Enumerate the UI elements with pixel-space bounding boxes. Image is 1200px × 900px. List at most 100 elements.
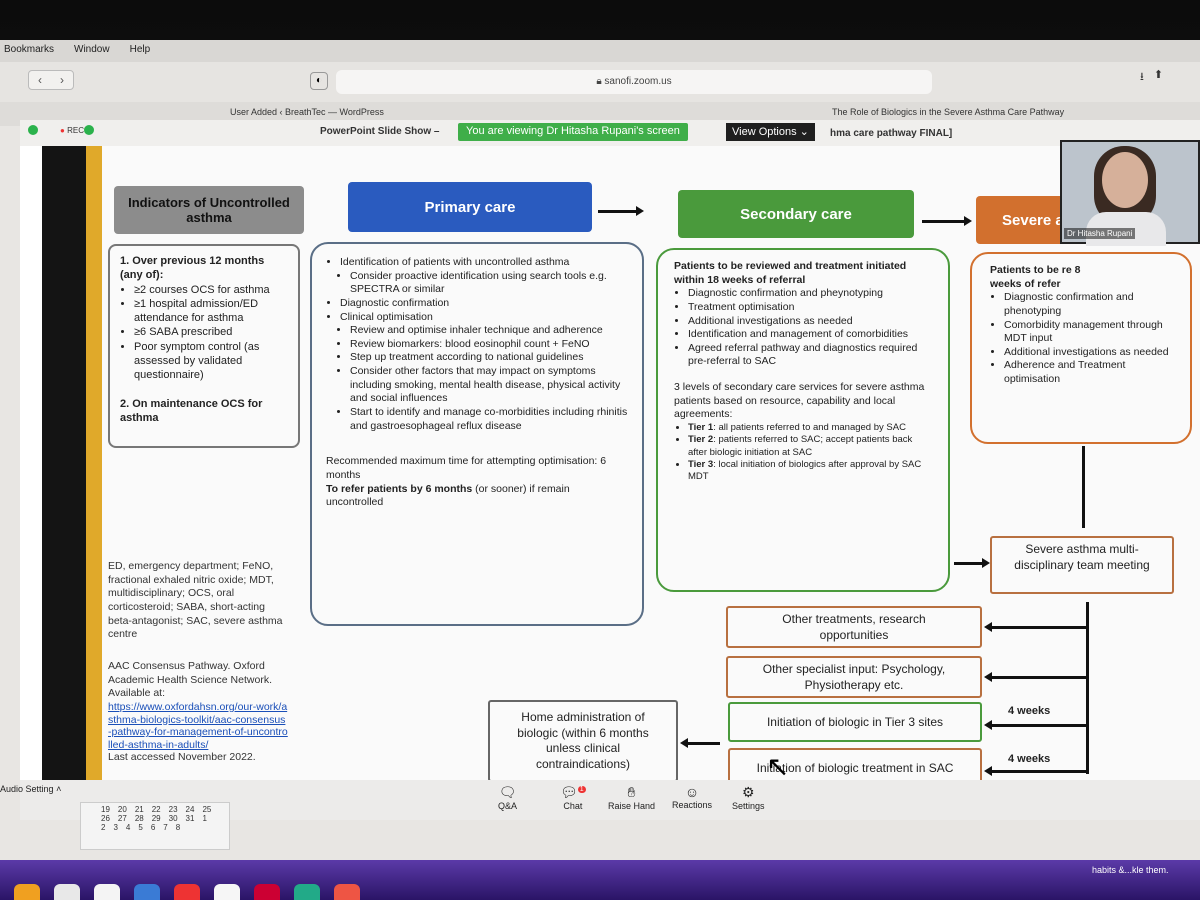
qa-button[interactable]: 🗨︎Q&A (498, 784, 517, 811)
arrow-left (680, 738, 720, 748)
app-icon[interactable] (134, 884, 160, 900)
app-icon[interactable] (54, 884, 80, 900)
window-controls (28, 125, 38, 135)
tier-label: Tier 1 (688, 422, 714, 434)
tier-label: Tier 2 (688, 434, 714, 446)
severe-item: Adherence and Treatment optimisation (1004, 359, 1172, 386)
calendar-day[interactable]: 4 (125, 823, 131, 832)
calendar-day[interactable]: 25 (202, 805, 212, 814)
secondary-item: Treatment optimisation (688, 301, 932, 315)
calendar-day[interactable]: 23 (168, 805, 178, 814)
back-button[interactable]: ‹ (38, 73, 42, 87)
secondary-intro: Patients to be reviewed and treatment in… (674, 260, 907, 286)
secondary-care-box: Patients to be reviewed and treatment in… (656, 248, 950, 592)
calendar-day[interactable]: 6 (150, 823, 156, 832)
weeks-label: 4 weeks (1008, 753, 1051, 765)
arrow-right (954, 558, 990, 568)
secondary-item: Agreed referral pathway and diagnostics … (688, 342, 932, 369)
participant-name: Dr Hitasha Rupani (1064, 228, 1136, 239)
other-treatments-box: Other treatments, research opportunities (726, 606, 982, 648)
severe-item: Comorbidity management through MDT input (1004, 319, 1172, 346)
calendar-day[interactable]: 5 (138, 823, 143, 832)
view-options-label: View Options (732, 126, 797, 138)
desktop-background (0, 860, 1200, 900)
calendar-row: 19 20 21 22 23 24 25 (101, 805, 212, 814)
calendar-day[interactable]: 2 (101, 823, 106, 832)
calendar-day[interactable]: 8 (175, 823, 181, 832)
calendar-day[interactable]: 7 (163, 823, 168, 832)
calendar-day[interactable]: 20 (117, 805, 127, 814)
forward-button[interactable]: › (60, 73, 64, 87)
home-admin-box: Home administration of biologic (within … (488, 700, 678, 780)
app-icon[interactable] (294, 884, 320, 900)
tier-text: : all patients referred to and managed b… (713, 422, 906, 434)
nav-buttons: ‹ › (28, 70, 74, 90)
severe-intro: Patients to be re 8 weeks of refer (990, 264, 1081, 290)
app-icon[interactable] (254, 884, 280, 900)
audio-setting[interactable]: Audio Setting ˄ (0, 784, 61, 794)
gear-icon: ⚙ (741, 784, 755, 800)
hand-icon: ✋︎ (627, 784, 636, 800)
photos-icon[interactable] (14, 884, 40, 900)
indicator-item: ≥2 courses OCS for asthma (134, 283, 288, 297)
calendar-day[interactable]: 3 (113, 823, 118, 832)
chevron-down-icon: ⌄ (799, 126, 809, 138)
source-link[interactable]: https://www.oxfordahsn.org/our-work/asth… (108, 700, 288, 751)
secondary-item: Diagnostic confirmation and pheynotyping (688, 287, 932, 301)
app-icon[interactable] (214, 884, 240, 900)
menu-help[interactable]: Help (129, 44, 151, 55)
calendar-day[interactable]: 19 (101, 805, 110, 814)
calendar-day[interactable]: 26 (101, 814, 110, 823)
address-bar[interactable]: 🔒︎ sanofi.zoom.us (336, 70, 932, 94)
reactions-button[interactable]: ☺Reactions (672, 784, 712, 810)
reactions-label: Reactions (672, 800, 713, 810)
menu-bookmarks[interactable]: Bookmarks (4, 44, 55, 55)
indicators-p2: 2. On maintenance OCS for asthma (120, 397, 263, 424)
browser-toolbar: ‹ › ◐ 🔒︎ sanofi.zoom.us ⭳ ⬆ (0, 62, 1200, 106)
calendar-day[interactable]: 1 (202, 814, 207, 823)
view-options-button[interactable]: View Options ⌄ (726, 123, 815, 141)
download-icon[interactable]: ⭳ (1140, 71, 1144, 83)
zoom-titlebar: ● REC PowerPoint Slide Show – You are vi… (20, 120, 1200, 146)
calendar-day[interactable]: 30 (168, 814, 178, 823)
app-icon[interactable] (334, 884, 360, 900)
shield-icon[interactable]: ◐ (310, 72, 328, 90)
severe-list: Diagnostic confirmation and phenotyping … (990, 291, 1172, 386)
indicators-p1: 1. Over previous 12 months (any of): (120, 255, 265, 282)
calendar-day[interactable]: 29 (151, 814, 161, 823)
share-icon[interactable]: ⬆ (1153, 69, 1164, 81)
calendar-day[interactable]: 24 (185, 805, 195, 814)
calendar-day[interactable]: 21 (134, 805, 144, 814)
app-icon[interactable] (94, 884, 120, 900)
source-note: AAC Consensus Pathway. Oxford Academic H… (108, 660, 288, 765)
screen: Bookmarks Window Help ‹ › ◐ 🔒︎ sanofi.zo… (0, 40, 1200, 900)
shared-slide: Indicators of Uncontrolled asthma 1. Ove… (42, 146, 1200, 780)
shield-status-icon (28, 125, 38, 135)
source-text: AAC Consensus Pathway. Oxford Academic H… (108, 660, 272, 700)
calendar-day[interactable]: 28 (134, 814, 144, 823)
raise-hand-label: Raise Hand (608, 801, 656, 811)
ppt-title: PowerPoint Slide Show – (320, 126, 440, 137)
rec-label: REC (67, 126, 84, 135)
primary-care-box: Identification of patients with uncontro… (310, 242, 644, 626)
lock-icon: 🔒︎ (596, 76, 605, 87)
chat-badge: 1 (577, 786, 586, 794)
tab-wordpress[interactable]: User Added ‹ BreathTec — WordPress (230, 107, 384, 117)
primary-item: Identification of patients with uncontro… (340, 256, 628, 270)
dock (0, 884, 1200, 900)
raise-hand-button[interactable]: ✋︎Raise Hand (608, 784, 655, 811)
menu-window[interactable]: Window (74, 44, 110, 55)
primary-subitem: Consider proactive identification using … (350, 270, 628, 297)
severe-box: Patients to be re 8 weeks of refer Diagn… (970, 252, 1192, 444)
arrow-left (984, 672, 1086, 682)
tab-zoom[interactable]: The Role of Biologics in the Severe Asth… (832, 107, 1065, 117)
calendar-day[interactable]: 22 (151, 805, 161, 814)
participant-video[interactable]: Dr Hitasha Rupani (1060, 140, 1200, 246)
settings-button[interactable]: ⚙Settings (732, 784, 765, 811)
calendar-icon[interactable] (174, 884, 200, 900)
rec-dot-icon: ● (60, 126, 65, 135)
calendar-day[interactable]: 27 (117, 814, 127, 823)
calendar-day[interactable]: 31 (185, 814, 195, 823)
